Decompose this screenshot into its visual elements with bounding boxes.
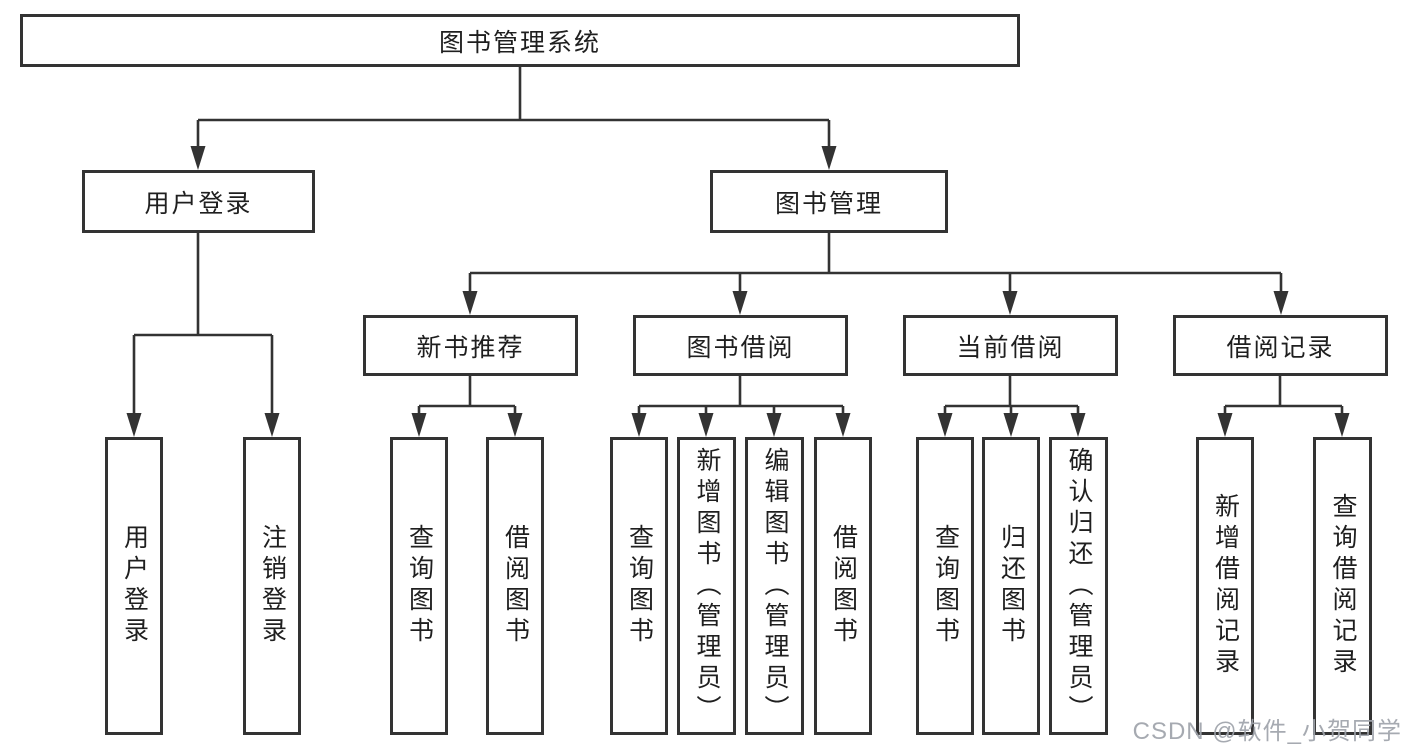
node-book-management: 图书管理 (710, 170, 948, 233)
node-label: 查询图书 (931, 524, 960, 648)
node-label: 归还图书 (997, 524, 1026, 648)
node-label: 借阅图书 (501, 524, 530, 648)
node-label: 新增借阅记录 (1211, 493, 1240, 679)
leaf-return-books: 归还图书 (982, 437, 1040, 735)
node-label: 图书管理系统 (438, 28, 601, 57)
leaf-query-books-current: 查询图书 (916, 437, 974, 735)
arrowheads (126, 146, 1350, 437)
node-label: 查询借阅记录 (1329, 493, 1357, 679)
node-label: 确认归还（管理员） (1065, 446, 1093, 726)
node-label: 用户登录 (144, 189, 253, 218)
leaf-user-login: 用户登录 (105, 437, 163, 735)
node-label: 注销登录 (258, 524, 287, 648)
node-user-login: 用户登录 (82, 170, 315, 233)
leaf-borrow-books-borrowing: 借阅图书 (814, 437, 872, 735)
csdn-watermark: CSDN @软件_小贺同学 (1132, 718, 1402, 745)
node-new-book-recommendation: 新书推荐 (363, 315, 578, 376)
leaf-logout: 注销登录 (243, 437, 301, 735)
leaf-add-books-admin: 新增图书（管理员） (677, 437, 736, 735)
node-label: 图书借阅 (686, 333, 795, 362)
node-label: 新增图书（管理员） (693, 446, 721, 726)
node-book-borrowing: 图书借阅 (633, 315, 848, 376)
node-library-management-system: 图书管理系统 (20, 14, 1020, 67)
node-label: 查询图书 (625, 524, 654, 648)
node-label: 当前借阅 (956, 333, 1065, 362)
leaf-edit-books-admin: 编辑图书（管理员） (745, 437, 804, 735)
node-label: 图书管理 (774, 189, 883, 218)
node-label: 用户登录 (120, 524, 149, 648)
leaf-query-books-borrowing: 查询图书 (610, 437, 668, 735)
leaf-confirm-return-admin: 确认归还（管理员） (1049, 437, 1108, 735)
node-label: 查询图书 (405, 524, 434, 648)
node-label: 编辑图书（管理员） (761, 446, 789, 726)
node-current-borrowing: 当前借阅 (903, 315, 1118, 376)
node-label: 借阅图书 (829, 524, 858, 648)
node-label: 新书推荐 (416, 333, 525, 362)
node-borrowing-records: 借阅记录 (1173, 315, 1388, 376)
node-label: 借阅记录 (1226, 333, 1335, 362)
leaf-borrow-books-recommend: 借阅图书 (486, 437, 544, 735)
leaf-add-borrow-record: 新增借阅记录 (1196, 437, 1254, 735)
leaf-query-books-recommend: 查询图书 (390, 437, 448, 735)
leaf-query-borrow-record: 查询借阅记录 (1313, 437, 1372, 735)
